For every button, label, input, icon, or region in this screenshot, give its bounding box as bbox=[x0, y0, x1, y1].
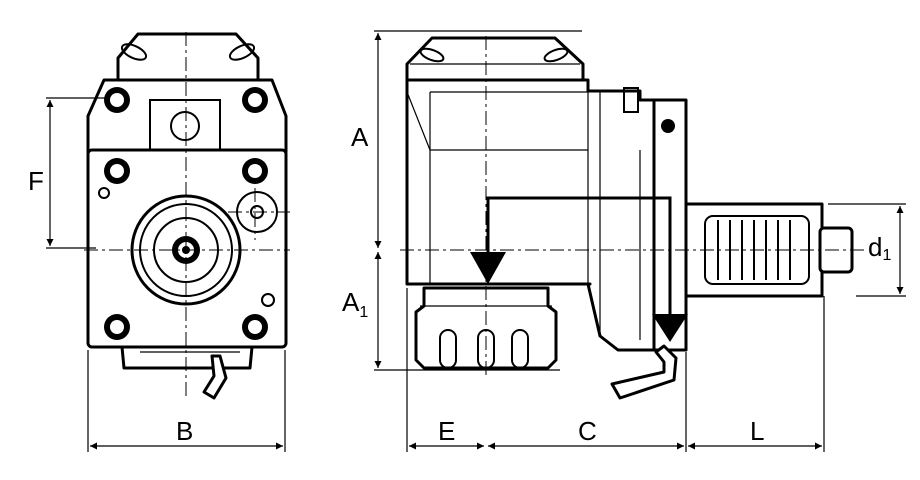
dim-label-d1: d1 bbox=[868, 232, 891, 264]
front-top-flange bbox=[116, 32, 260, 82]
dim-label-A: A bbox=[351, 122, 369, 152]
dim-label-C: C bbox=[578, 416, 597, 446]
front-view bbox=[84, 32, 290, 400]
front-bolts bbox=[104, 87, 268, 340]
dim-label-A1: A1 bbox=[342, 287, 368, 321]
coolant-flow bbox=[470, 196, 688, 342]
dim-label-L: L bbox=[750, 416, 764, 446]
front-bottom-plate bbox=[120, 345, 254, 370]
side-top-flange bbox=[405, 36, 585, 82]
dimensions: A A1 F B E C L d1 bbox=[28, 30, 906, 452]
dim-label-F: F bbox=[28, 166, 44, 196]
side-view bbox=[400, 36, 866, 400]
dim-label-E: E bbox=[438, 416, 455, 446]
dim-label-B: B bbox=[176, 416, 193, 446]
side-collet-nut bbox=[414, 286, 558, 370]
